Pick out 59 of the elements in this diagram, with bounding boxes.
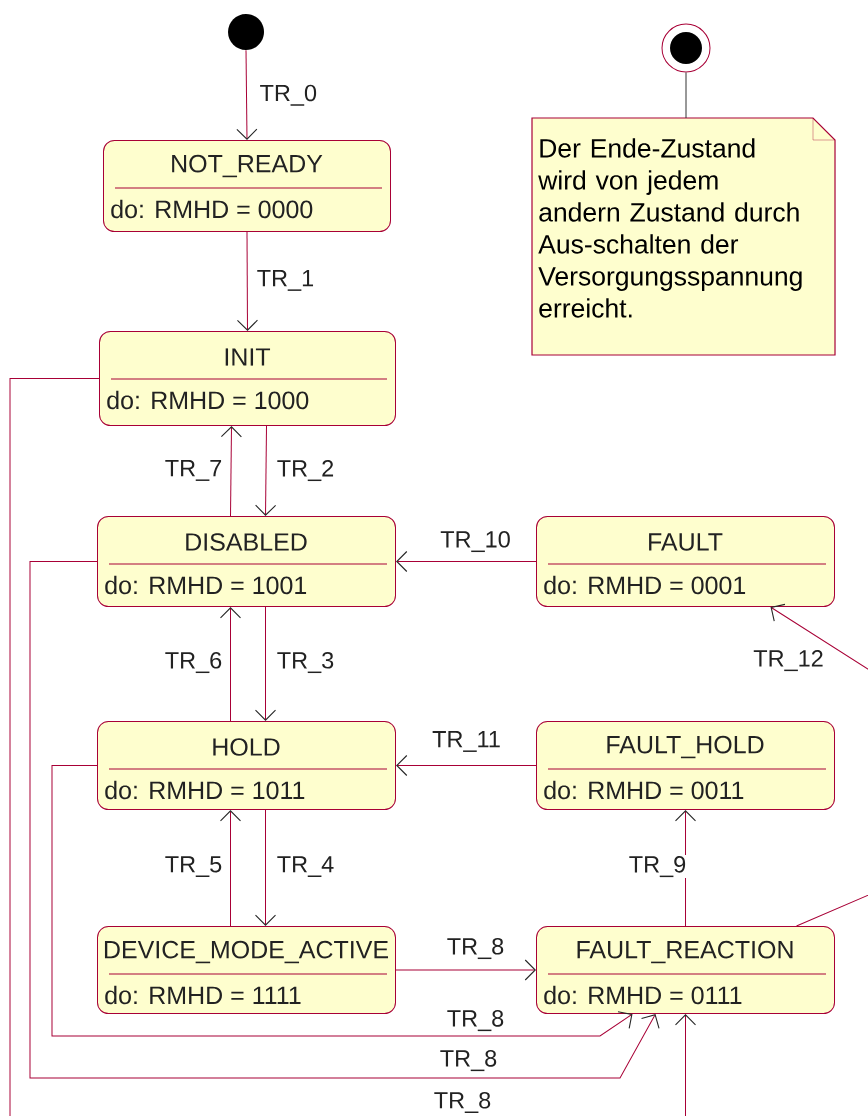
- state-box: [97, 721, 396, 810]
- state-box: [536, 721, 835, 810]
- arrow: [254, 809, 277, 926]
- state-name: DISABLED: [186, 533, 307, 551]
- edge-label: TR_8: [432, 1090, 493, 1114]
- connector-line: [685, 72, 687, 119]
- final-state-dot: [661, 23, 711, 73]
- edge-label: TR_8: [445, 936, 506, 961]
- state-action: do: RMHD = 0000: [111, 199, 313, 219]
- state-action: do: RMHD = 0111: [544, 985, 742, 1005]
- state-name: FAULT_REACTION: [577, 940, 793, 964]
- edge-label: TR_10: [439, 529, 512, 554]
- arrow: [396, 754, 537, 777]
- arrow: [396, 550, 537, 573]
- arrow: [255, 425, 277, 516]
- state-name: DEVICE_MODE_ACTIVE: [104, 940, 388, 964]
- arrow: [51, 765, 633, 1037]
- arrow: [770, 603, 868, 927]
- arrow: [236, 231, 258, 331]
- edge-label: TR_8: [445, 1009, 506, 1033]
- edge-label: TR_12: [752, 649, 825, 673]
- state-box: [536, 926, 835, 1014]
- state-box: [97, 516, 396, 607]
- state-box: [536, 516, 835, 607]
- arrow: [9, 378, 697, 1116]
- arrow: [29, 561, 660, 1079]
- note-box: Der Ende-Zustand wird von jedem andern Zustand durch Aus-schalten der Versorgungsspannung erreicht.: [531, 117, 836, 356]
- state-name: FAULT_HOLD: [607, 735, 764, 759]
- arrow: [395, 959, 536, 981]
- state-action: do: RMHD = 0011: [544, 780, 744, 800]
- arrow: [219, 810, 242, 927]
- state-name: NOT_READY: [172, 154, 323, 178]
- state-name: INIT: [225, 348, 271, 366]
- initial-state-dot: [228, 14, 264, 50]
- edge-label: TR_9: [627, 855, 688, 879]
- edge-label: TR_5: [163, 855, 224, 878]
- edge-label: TR_8: [438, 1049, 499, 1073]
- edge-label: TR_7: [163, 459, 224, 482]
- state-action: do: RMHD = 1000: [107, 390, 309, 410]
- edge-label: TR_1: [255, 269, 316, 292]
- edge-label: TR_4: [275, 855, 336, 878]
- state-action: do: RMHD = 1001: [105, 575, 307, 595]
- arrow: [236, 49, 258, 140]
- state-action: do: RMHD = 0001: [544, 575, 746, 595]
- arrow: [254, 606, 277, 721]
- state-name: HOLD: [213, 738, 280, 756]
- state-name: FAULT: [649, 533, 723, 551]
- state-action: do: RMHD = 1011: [105, 780, 305, 800]
- arrow: [220, 426, 242, 517]
- state-box: [103, 140, 391, 232]
- edge-label: TR_3: [275, 650, 336, 675]
- edge-label: TR_6: [163, 650, 224, 675]
- state-box: [99, 331, 396, 426]
- edge-label: TR_11: [431, 730, 502, 753]
- state-action: do: RMHD = 1111: [105, 985, 301, 1005]
- edge-label: TR_0: [258, 83, 319, 107]
- arrow: [219, 607, 242, 722]
- edge-label: TR_2: [275, 458, 336, 483]
- state-box: [97, 926, 396, 1014]
